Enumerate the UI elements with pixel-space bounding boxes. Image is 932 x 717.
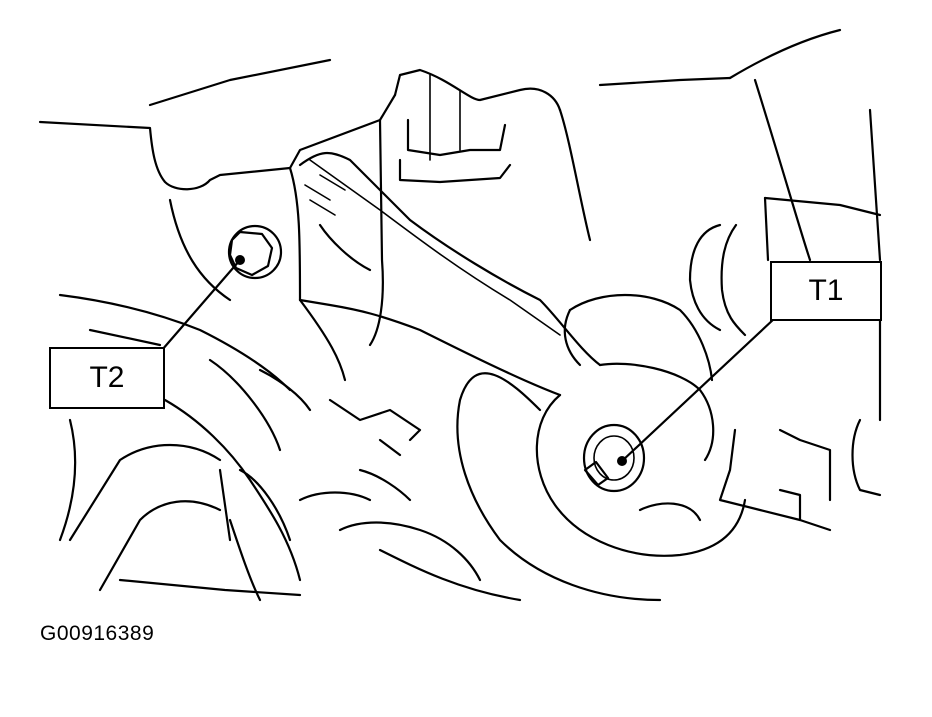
lower-frame [58, 198, 522, 602]
t2-leader-line [160, 258, 242, 352]
t1-leader-line [620, 316, 777, 463]
figure-id: G00916389 [40, 622, 155, 645]
body-panel [38, 58, 397, 382]
knuckle-bushing [456, 293, 747, 602]
right-structure [688, 28, 882, 532]
callout-t2: T2 [49, 347, 165, 409]
callout-t1: T1 [770, 261, 882, 321]
callout-t2-label: T2 [89, 361, 125, 394]
callout-t1-label: T1 [808, 274, 844, 307]
upper-bracket [393, 68, 732, 242]
t2-bolt [227, 224, 283, 280]
suspension-link-arm [298, 152, 602, 397]
